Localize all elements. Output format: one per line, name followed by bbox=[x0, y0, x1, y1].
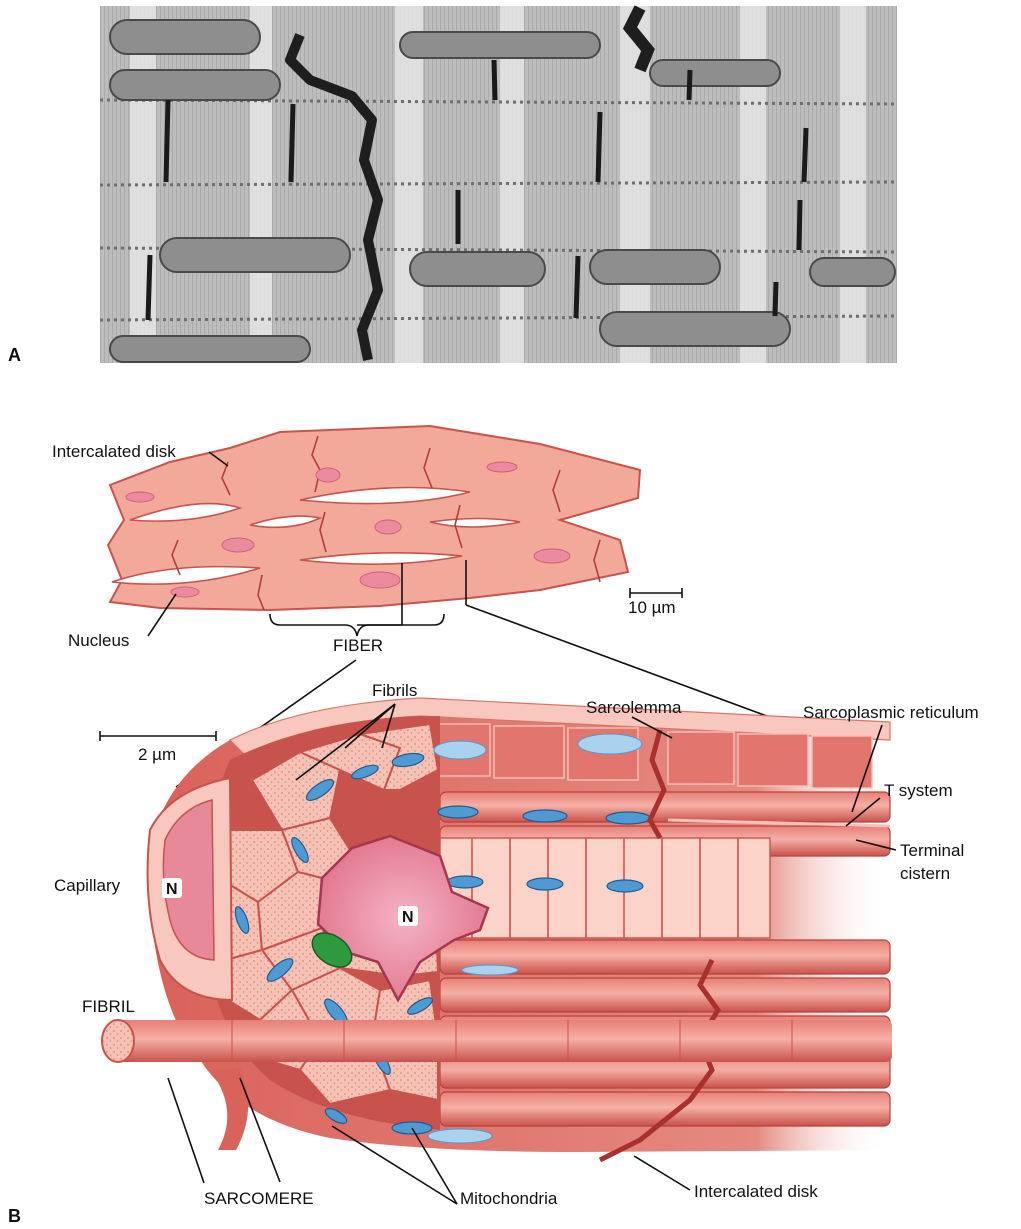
mitochondria-group bbox=[234, 752, 651, 1135]
label-t-system: T system bbox=[884, 781, 953, 800]
label-sarcoplasmic-reticulum: Sarcoplasmic reticulum bbox=[803, 703, 979, 722]
label-terminal-cistern-line2: cistern bbox=[900, 864, 950, 883]
tissue-intercalated-disks bbox=[171, 435, 601, 611]
label-sarcomere: SARCOMERE bbox=[204, 1189, 314, 1208]
tissue-nuclei bbox=[125, 461, 571, 598]
label-scale-10um: 10 µm bbox=[628, 598, 676, 617]
fiber-nucleus-tag bbox=[398, 906, 418, 926]
label-intercalated-disk-bottom: Intercalated disk bbox=[694, 1182, 818, 1201]
capillary-nucleus-tag bbox=[162, 878, 182, 898]
label-sarcolemma: Sarcolemma bbox=[586, 698, 682, 717]
label-capillary: Capillary bbox=[54, 876, 121, 895]
label-terminal-cistern-line1: Terminal bbox=[900, 841, 964, 860]
label-intercalated-disk-top: Intercalated disk bbox=[52, 442, 176, 461]
label-mitochondria: Mitochondria bbox=[460, 1189, 558, 1208]
panel-b-letter: B bbox=[8, 1206, 21, 1226]
fiber-cutaway: N N bbox=[101, 697, 892, 1163]
micrograph-z-lines bbox=[145, 59, 809, 321]
capillary: N bbox=[146, 776, 234, 1002]
micrograph-panel: A bbox=[8, 5, 898, 365]
micrograph-intercalated-disk-1 bbox=[285, 33, 383, 361]
tissue-gaps bbox=[111, 486, 521, 585]
micrograph-mitochondria bbox=[109, 19, 896, 363]
micrograph-intercalated-disk-2 bbox=[622, 5, 655, 73]
tissue-overview bbox=[106, 424, 642, 612]
capillary-nucleus-letter: N bbox=[166, 881, 178, 898]
sr-light-blue-cisterns bbox=[427, 733, 643, 1144]
fiber-nucleus-letter: N bbox=[402, 909, 414, 926]
golgi-green bbox=[311, 932, 353, 968]
label-nucleus: Nucleus bbox=[68, 631, 129, 650]
fibril-rod bbox=[101, 1019, 892, 1063]
sarcomere-grid bbox=[439, 837, 771, 939]
label-scale-2um: 2 µm bbox=[138, 745, 176, 764]
b-leaders bbox=[167, 703, 897, 1205]
fibril-rod-bands bbox=[231, 1020, 793, 1062]
label-fibril: FIBRIL bbox=[82, 997, 135, 1016]
label-fibrils: Fibrils bbox=[372, 681, 417, 700]
micrograph-light-bands bbox=[130, 6, 866, 363]
capillary-branch bbox=[210, 1068, 249, 1150]
t-system-tubules bbox=[667, 818, 891, 828]
fibril-rod-end bbox=[101, 1019, 135, 1063]
top-leaders bbox=[99, 451, 784, 788]
intercalated-disk-3d bbox=[647, 729, 667, 840]
label-fiber: FIBER bbox=[333, 636, 383, 655]
panel-a-letter: A bbox=[8, 345, 21, 365]
fibril-rod-body bbox=[112, 1020, 892, 1062]
